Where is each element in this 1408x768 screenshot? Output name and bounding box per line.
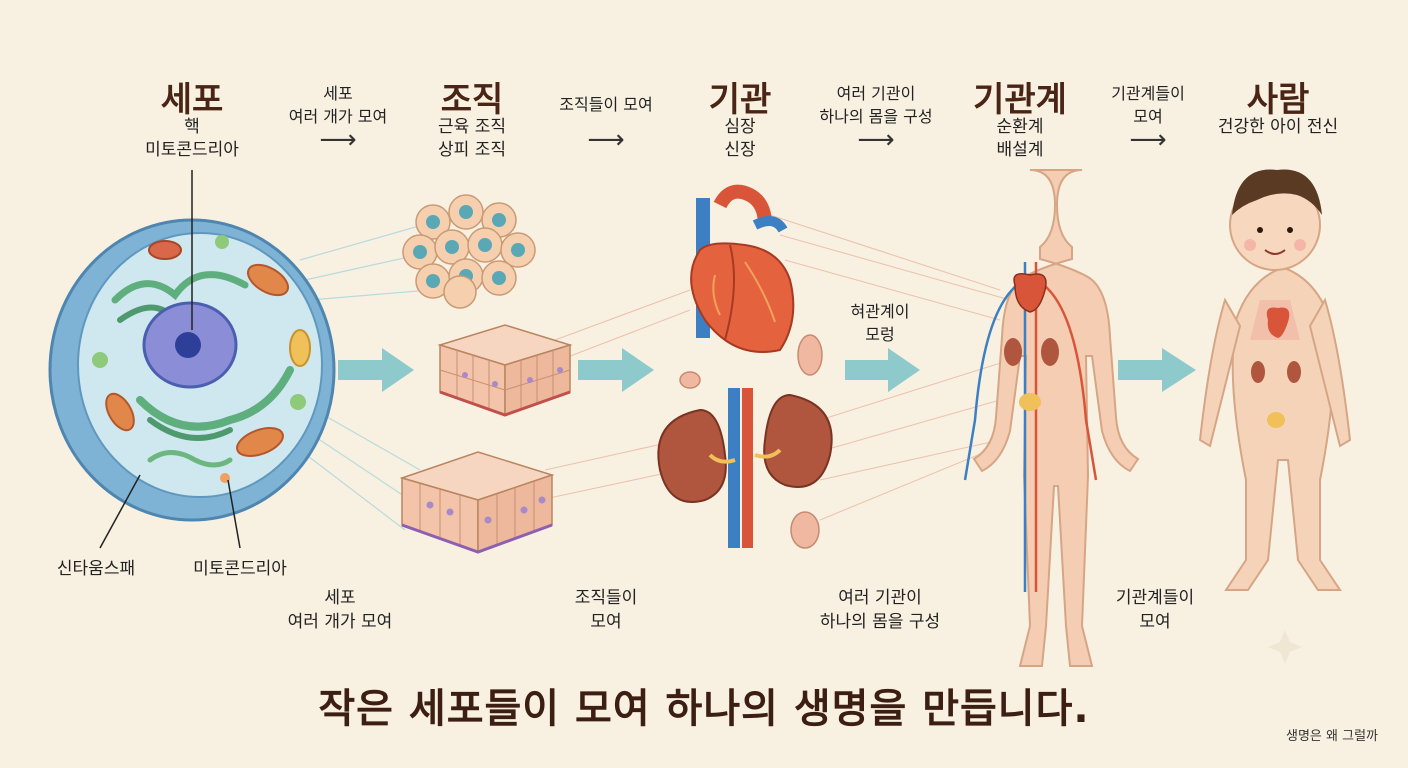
connector-line: 조직들이 모여 <box>559 95 653 114</box>
caption-line: 기관계들이 <box>1115 588 1195 608</box>
headline: 작은 세포들이 모여 하나의 생명을 만듭니다. <box>318 686 1090 732</box>
stage-title-human: 사람 <box>1246 80 1310 120</box>
stage-sub-line: 핵 <box>184 117 200 137</box>
cell-label-left: 신타움스패 <box>56 559 136 579</box>
stage-sub-line: 배설계 <box>996 140 1044 160</box>
connector-line: 하나의 몸을 구성 <box>819 107 933 126</box>
bottom-caption-2: 조직들이 모여 <box>575 586 638 634</box>
stage-sub-line: 미토콘드리아 <box>145 140 239 160</box>
stage-sub-line: 근육 조직 <box>438 117 506 137</box>
caption-line: 여러 개가 모여 <box>287 612 393 632</box>
connector-line: 세포 <box>323 84 353 103</box>
connector-line: 여러 개가 모여 <box>288 107 388 126</box>
stage-sub-line: 상피 조직 <box>438 140 506 160</box>
stage-sub-line: 건강한 아이 전신 <box>1217 117 1339 137</box>
arrow-system-to-human <box>1118 348 1196 392</box>
right-arrow-icon: ⟶ <box>857 125 895 155</box>
connector-line: 모여 <box>1133 107 1163 126</box>
middle-label: 혀관계이 모렁 <box>851 300 910 346</box>
body-systems-illustration <box>963 169 1140 667</box>
stage-sub-tissue: 근육 조직 상피 조직 <box>438 116 506 162</box>
top-connector-4: 기관계들이 모여 ⟶ <box>1111 82 1185 155</box>
flow-arrows <box>338 348 1196 392</box>
top-connector-1: 세포 여러 개가 모여 ⟶ <box>288 82 388 155</box>
bottom-caption-3: 여러 기관이 하나의 몸을 구성 <box>820 586 940 634</box>
heart-illustration <box>690 184 795 353</box>
top-connector-3: 여러 기관이 하나의 몸을 구성 ⟶ <box>819 82 933 155</box>
child-illustration <box>1198 169 1352 591</box>
stage-title-tissue: 조직 <box>440 80 504 120</box>
caption-line: 세포 <box>324 588 356 608</box>
organ-system-lines <box>769 214 1011 521</box>
right-arrow-icon: ⟶ <box>587 125 625 155</box>
stage-sub-line: 순환계 <box>996 117 1044 137</box>
right-arrow-icon: ⟶ <box>1129 125 1167 155</box>
cell-illustration <box>48 170 336 549</box>
arrow-cell-to-tissue <box>338 348 414 392</box>
footer-caption: 생명은 왜 그럴까 <box>1286 729 1378 744</box>
stage-sub-line: 심장 <box>724 117 756 137</box>
middle-label-line: 모렁 <box>865 325 895 344</box>
round-cells-tissue <box>402 194 536 309</box>
stage-title-organ: 기관 <box>708 80 772 120</box>
bottom-caption-1: 세포 여러 개가 모여 <box>288 586 393 634</box>
stage-sub-organ: 심장 신장 <box>724 116 755 162</box>
caption-line: 여러 기관이 <box>838 588 922 608</box>
right-arrow-icon: ⟶ <box>319 125 357 155</box>
muscle-tissue-block <box>437 324 573 417</box>
caption-line: 하나의 몸을 구성 <box>819 612 941 632</box>
stage-title-system: 기관계 <box>973 80 1067 120</box>
connector-line: 여러 기관이 <box>836 84 916 103</box>
caption-line: 모여 <box>590 612 622 632</box>
caption-line: 모여 <box>1139 612 1171 632</box>
epithelial-tissue-block <box>399 451 555 554</box>
bottom-caption-4: 기관계들이 모여 <box>1116 586 1194 634</box>
connector-line: 기관계들이 <box>1111 84 1185 103</box>
arrow-organ-to-system <box>845 348 920 392</box>
kidneys-illustration <box>657 334 833 549</box>
top-connector-2: 조직들이 모여 ⟶ <box>559 93 653 155</box>
tissue-organ-lines <box>539 289 691 501</box>
cell-label-right: 미토콘드리아 <box>193 559 287 579</box>
caption-line: 조직들이 <box>574 588 638 608</box>
stage-sub-line: 신장 <box>724 140 756 160</box>
stage-sub-human: 건강한 아이 전신 <box>1218 116 1338 139</box>
stage-sub-cell: 핵 미토콘드리아 <box>145 116 239 162</box>
stage-title-cell: 세포 <box>160 80 224 120</box>
arrow-tissue-to-organ <box>578 348 654 392</box>
sparkle-icon <box>1268 630 1302 664</box>
stage-sub-system: 순환계 배설계 <box>997 116 1044 162</box>
middle-label-line: 혀관계이 <box>850 302 910 321</box>
